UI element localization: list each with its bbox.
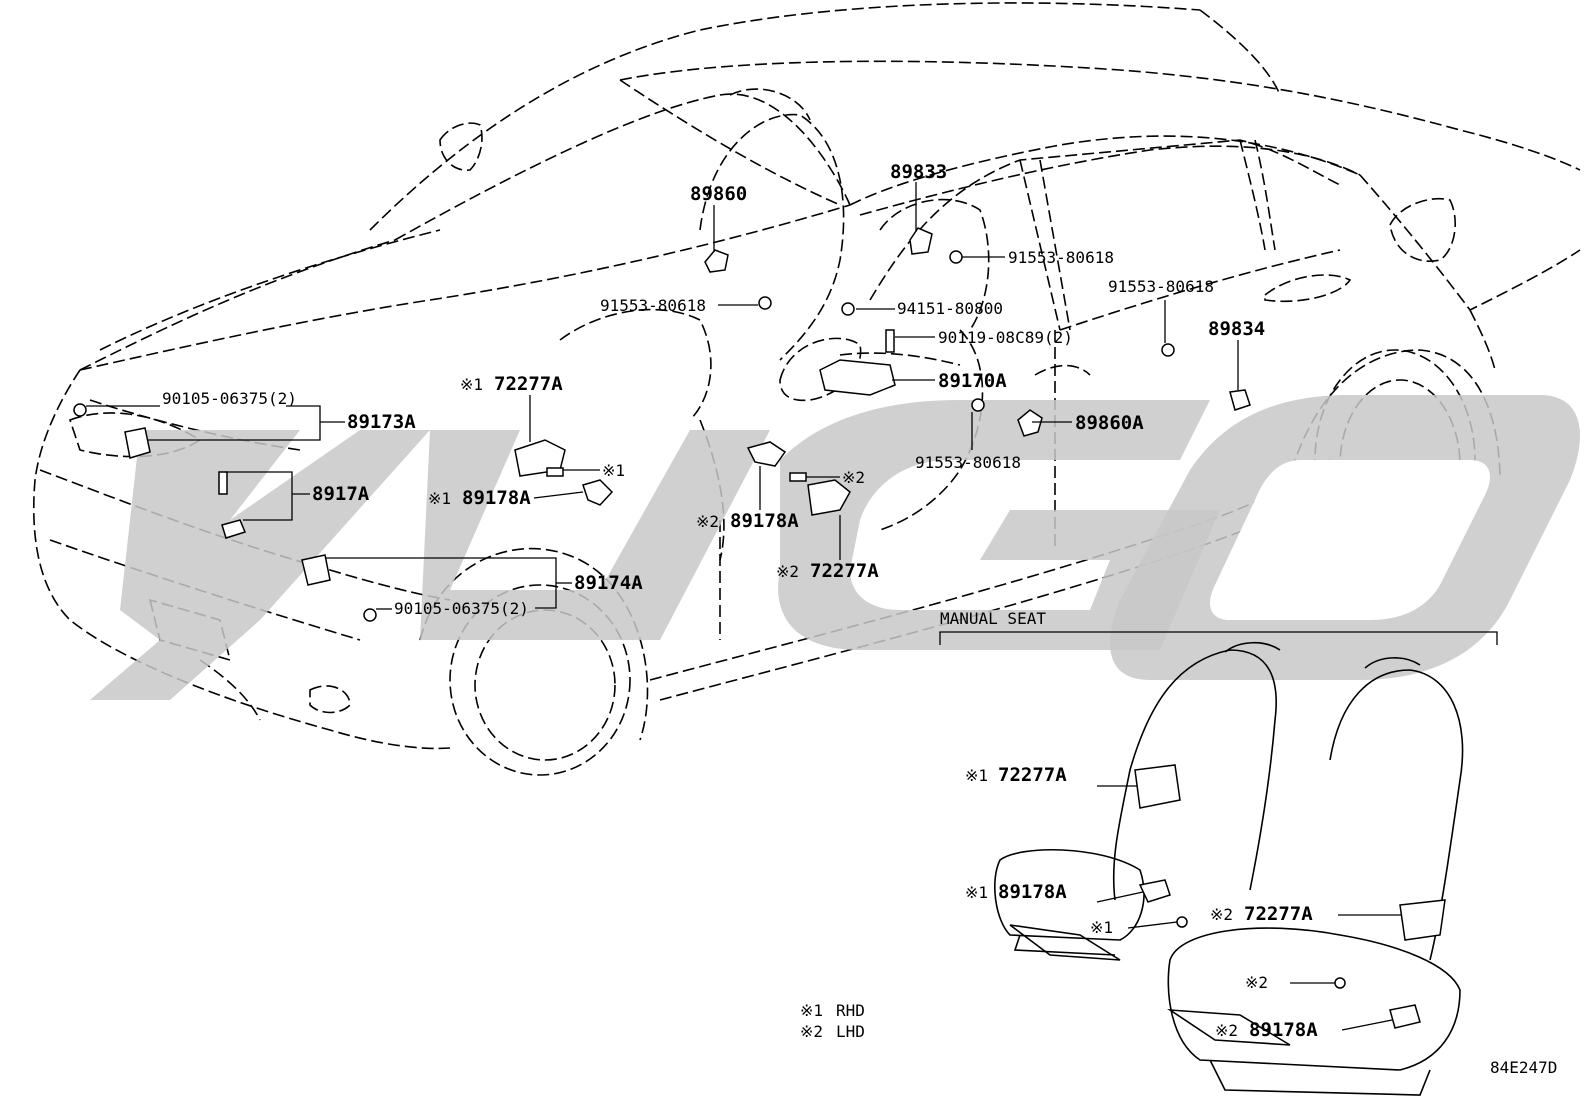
bolt-90105-b (363, 608, 377, 622)
label-89178A-lhd: 89178A (730, 510, 799, 532)
nut-94151 (841, 302, 855, 316)
manual-seat-section (939, 631, 1498, 1096)
seat-cover-72277A-rhd (1134, 764, 1181, 809)
label-90105-b: 90105-06375(2) (394, 599, 529, 618)
label-89860: 89860 (690, 183, 747, 205)
car-body-outline (32, 2, 1581, 776)
seat-sensor-89178A-lhd (1389, 1004, 1421, 1029)
mark-seat-89178A-lhd: ※2 (1215, 1021, 1238, 1040)
label-72277A-top: 72277A (494, 373, 563, 395)
cover-72277A-rhd (514, 439, 566, 477)
bolt-rhd-1 (546, 467, 564, 477)
mark-seat-72277A-lhd: ※2 (1210, 905, 1233, 924)
label-91553-c: 91553-80618 (1108, 277, 1214, 296)
bolt-90105-a (73, 403, 87, 417)
bolt-90119 (885, 329, 895, 353)
label-seat-89178A-lhd: 89178A (1249, 1019, 1318, 1041)
diagram-code: 84E247D (1490, 1058, 1557, 1077)
sensor-89178A-lhd (746, 441, 787, 467)
watermark-logo (90, 395, 1580, 700)
label-89173A: 89173A (347, 411, 416, 433)
label-89834: 89834 (1208, 318, 1265, 340)
legend-text-1: RHD (836, 1001, 865, 1020)
sensor-89173A (124, 427, 151, 459)
mark-89178A-lhd: ※2 (696, 512, 719, 531)
mark-72277A-top: ※1 (460, 375, 483, 394)
bracket-8917A (221, 519, 247, 539)
mark-bolt-rhd: ※1 (602, 461, 625, 480)
label-89833: 89833 (890, 161, 947, 183)
manual-seat-title: MANUAL SEAT (940, 609, 1046, 628)
legend-mark-1: ※1 (800, 1001, 823, 1020)
label-89860A: 89860A (1075, 412, 1144, 434)
sensor-89833 (909, 227, 933, 255)
label-seat-72277A-rhd: 72277A (998, 764, 1067, 786)
bolt-lhd-1 (789, 472, 807, 482)
seat-bolt-rhd (1176, 916, 1188, 928)
label-91553-a: 91553-80618 (600, 296, 706, 315)
label-89170A: 89170A (938, 370, 1007, 392)
legend-text-2: LHD (836, 1022, 865, 1041)
mark-seat-bolt-lhd: ※2 (1245, 973, 1268, 992)
sensor-89834 (1229, 389, 1251, 411)
legend-mark-2: ※2 (800, 1022, 823, 1041)
seat-bolt-lhd (1334, 977, 1346, 989)
seat-cover-72277A-lhd (1399, 899, 1446, 941)
cover-72277A-lhd (807, 479, 851, 516)
bolt-91553-b (949, 250, 963, 264)
label-89178A-rhd: 89178A (462, 487, 531, 509)
label-89174A: 89174A (574, 572, 643, 594)
sensor-89860 (704, 249, 729, 273)
labels: 89860 89833 91553-80618 91553-80618 9415… (162, 161, 1557, 1077)
label-90119: 90119-08C89(2) (938, 328, 1073, 347)
ecu-89170A (819, 359, 896, 396)
label-seat-89178A-rhd: 89178A (998, 881, 1067, 903)
leader-lines (86, 182, 1239, 610)
mark-89178A-rhd: ※1 (428, 489, 451, 508)
mark-seat-72277A-rhd: ※1 (965, 766, 988, 785)
label-72277A-lhd: 72277A (810, 560, 879, 582)
bolt-91553-d (1161, 343, 1175, 357)
bolt-91553-c (971, 398, 985, 412)
bolt-91553-a (758, 296, 772, 310)
sensor-89860A (1017, 409, 1043, 437)
label-seat-72277A-lhd: 72277A (1244, 903, 1313, 925)
mark-seat-89178A-rhd: ※1 (965, 883, 988, 902)
mark-72277A-lhd: ※2 (776, 562, 799, 581)
label-8917A: 8917A (312, 483, 370, 505)
bolt-8917A (218, 471, 228, 495)
section-bracket (939, 631, 1498, 645)
sensor-89174A (301, 554, 331, 586)
mark-seat-bolt-rhd: ※1 (1090, 918, 1113, 937)
label-94151: 94151-80800 (897, 299, 1003, 318)
parts (73, 227, 1251, 622)
label-91553-b: 91553-80618 (1008, 248, 1114, 267)
label-90105-a: 90105-06375(2) (162, 389, 297, 408)
label-91553-d: 91553-80618 (915, 453, 1021, 472)
sensor-89178A-rhd (582, 479, 614, 506)
seat-sensor-89178A-rhd (1138, 879, 1171, 903)
mark-bolt-lhd: ※2 (842, 468, 865, 487)
